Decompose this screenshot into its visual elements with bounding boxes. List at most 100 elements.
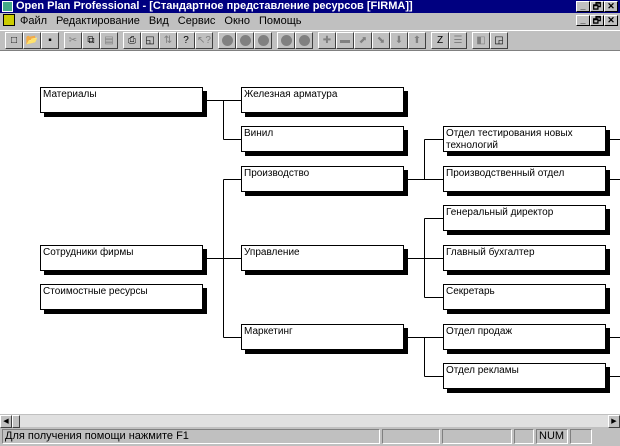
circle-icon [239,34,251,46]
circle-button[interactable] [254,31,272,49]
collapse-button[interactable]: ◧ [472,31,490,49]
connector-lines [203,100,620,377]
resource-node[interactable]: Сотрудники фирмы [40,245,203,271]
new-button[interactable]: □ [5,31,23,49]
resource-node-label: Отдел тестирования новых технологий [446,128,573,151]
sort-z-icon: Z [436,34,444,46]
circle-icon [298,34,310,46]
context-help-icon: ↖? [197,34,211,46]
save-icon: ▪ [48,34,52,46]
doc-minimize-button[interactable]: _ [576,15,590,26]
resource-node[interactable]: Материалы [40,87,203,113]
open-button[interactable]: 📂 [23,31,41,49]
promote-icon: ⬈ [358,34,368,46]
print-icon: ⎙ [128,34,136,46]
layout-button[interactable]: ☰ [449,31,467,49]
resource-node-label: Железная арматура [244,89,338,100]
resource-node[interactable]: Управление [241,245,404,271]
status-panel [514,429,534,444]
print-preview-icon: ◱ [145,34,155,46]
menu-item[interactable]: Сервис [177,15,216,27]
resource-node-label: Управление [244,247,300,258]
app-icon[interactable] [2,1,13,12]
menu-bar: Файл Редактирование Вид Сервис Окно Помощь [0,13,620,29]
move-down-button[interactable]: ⬇ [390,31,408,49]
document-icon[interactable] [3,14,15,26]
move-down-icon: ⬇ [394,34,404,46]
sort-icon: ⇅ [163,34,173,46]
add-button[interactable]: ✚ [318,31,336,49]
demote-button[interactable]: ⬊ [372,31,390,49]
paste-icon: ▤ [104,34,114,46]
expand-button[interactable]: ◲ [490,31,508,49]
cut-button[interactable]: ✂ [64,31,82,49]
horizontal-scrollbar[interactable]: ◀ ▶ [0,414,620,428]
minimize-button[interactable]: _ [576,1,590,12]
circle-icon [257,34,269,46]
resource-node-label: Секретарь [446,286,495,297]
resource-node-label: Маркетинг [244,326,293,337]
print-button[interactable]: ⎙ [123,31,141,49]
resource-node-label: Отдел рекламы [446,365,519,376]
copy-icon: ⧉ [87,34,95,46]
move-up-icon: ⬆ [412,34,422,46]
demote-icon: ⬊ [376,34,386,46]
context-help-button[interactable]: ↖? [195,31,213,49]
resource-node[interactable]: Винил [241,126,404,152]
menu-item[interactable]: Окно [224,15,250,27]
print-preview-button[interactable]: ◱ [141,31,159,49]
resource-node-label: Генеральный директор [446,207,554,218]
status-bar: Для получения помощи нажмите F1 NUM [0,428,620,446]
status-message: Для получения помощи нажмите F1 [2,429,380,444]
resource-node[interactable]: Железная арматура [241,87,404,113]
resource-node[interactable]: Маркетинг [241,324,404,350]
menu-item[interactable]: Файл [20,15,48,27]
resource-node[interactable]: Отдел рекламы [443,363,606,389]
resource-node-label: Производство [244,168,310,179]
circle-button[interactable] [277,31,295,49]
sort-z-button[interactable]: Z [431,31,449,49]
toolbar: □📂 ▪ ✂ ⧉ ▤ ⎙ ◱ ⇅?↖? ✚ ▬ ⬈ ⬊ ⬇ ⬆ Z ☰ ◧ ◲ [0,30,620,49]
circle-icon [221,34,233,46]
remove-icon: ▬ [340,34,350,46]
close-button[interactable]: ✕ [604,1,618,12]
resource-node[interactable]: Производство [241,166,404,192]
scroll-thumb[interactable] [12,415,20,428]
resource-node[interactable]: Производственный отдел [443,166,606,192]
resource-node-label: Стоимостные ресурсы [43,286,148,297]
restore-button[interactable]: 🗗 [590,1,604,12]
resource-node-label: Винил [244,128,274,139]
resource-node-label: Производственный отдел [446,168,565,179]
doc-close-button[interactable]: ✕ [604,15,618,26]
cut-icon: ✂ [68,34,78,46]
open-icon: 📂 [25,34,39,46]
save-button[interactable]: ▪ [41,31,59,49]
menu-item[interactable]: Помощь [258,15,302,27]
resource-node[interactable]: Отдел продаж [443,324,606,350]
resource-node[interactable]: Отдел тестирования новых технологий [443,126,606,152]
resource-node-label: Главный бухгалтер [446,247,535,258]
sort-button[interactable]: ⇅ [159,31,177,49]
circle-button[interactable] [295,31,313,49]
resource-node[interactable]: Генеральный директор [443,205,606,231]
move-up-button[interactable]: ⬆ [408,31,426,49]
window-title: Open Plan Professional - [Стандартное пр… [16,0,413,12]
scroll-right-arrow-icon[interactable]: ▶ [608,415,620,428]
help-button[interactable]: ? [177,31,195,49]
menu-item[interactable]: Вид [148,15,169,27]
promote-button[interactable]: ⬈ [354,31,372,49]
circle-button[interactable] [218,31,236,49]
remove-button[interactable]: ▬ [336,31,354,49]
copy-button[interactable]: ⧉ [82,31,100,49]
menu-item[interactable]: Редактирование [56,15,140,27]
resource-node[interactable]: Главный бухгалтер [443,245,606,271]
resource-node[interactable]: Стоимостные ресурсы [40,284,203,310]
scroll-left-arrow-icon[interactable]: ◀ [0,415,12,428]
layout-icon: ☰ [453,34,463,46]
circle-button[interactable] [236,31,254,49]
collapse-icon: ◧ [476,34,486,46]
paste-button[interactable]: ▤ [100,31,118,49]
resource-node[interactable]: Секретарь [443,284,606,310]
doc-restore-button[interactable]: 🗗 [590,15,604,26]
